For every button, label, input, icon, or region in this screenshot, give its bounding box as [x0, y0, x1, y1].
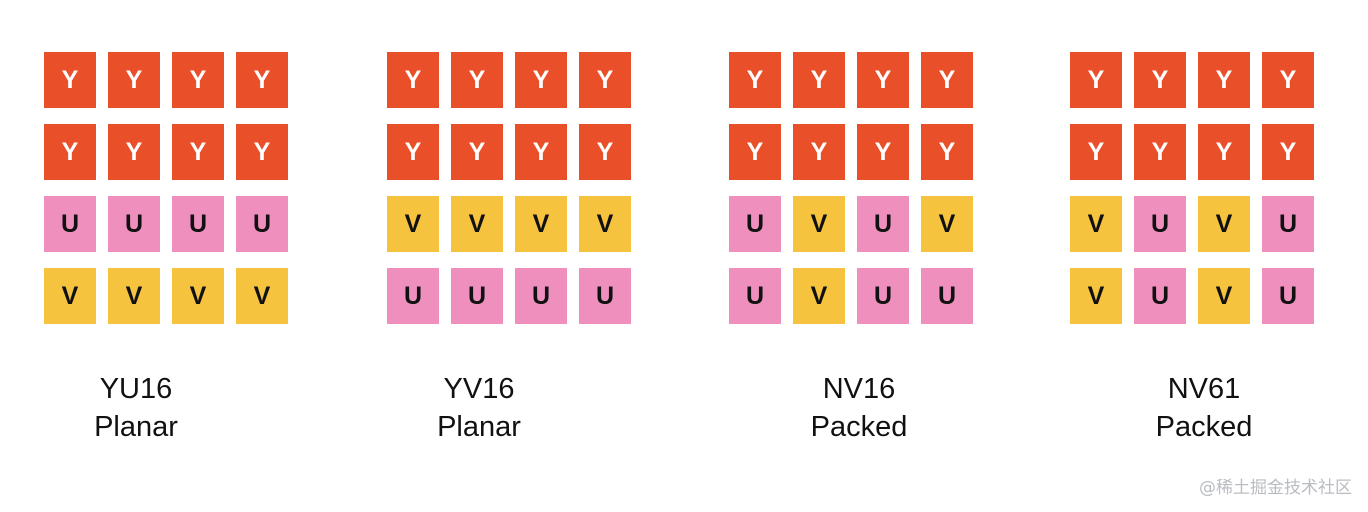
- sample-v: V: [172, 268, 224, 324]
- sample-v: V: [1070, 196, 1122, 252]
- sample-y: Y: [857, 124, 909, 180]
- sample-v: V: [1070, 268, 1122, 324]
- sample-u: U: [172, 196, 224, 252]
- sample-u: U: [921, 268, 973, 324]
- sample-y: Y: [515, 52, 567, 108]
- format-kind: Planar: [94, 411, 178, 443]
- sample-y: Y: [108, 52, 160, 108]
- sample-y: Y: [515, 124, 567, 180]
- format-caption: YV16 Planar: [357, 370, 601, 446]
- sample-u: U: [108, 196, 160, 252]
- sample-u: U: [387, 268, 439, 324]
- sample-y: Y: [793, 52, 845, 108]
- format-kind: Packed: [1155, 411, 1253, 443]
- sample-y: Y: [793, 124, 845, 180]
- sample-y: Y: [387, 52, 439, 108]
- sample-v: V: [793, 268, 845, 324]
- format-name: YV16: [443, 373, 515, 405]
- sample-y: Y: [1262, 124, 1314, 180]
- format-caption: NV61 Packed: [1082, 370, 1326, 446]
- sample-v: V: [579, 196, 631, 252]
- sample-y: Y: [236, 52, 288, 108]
- sample-y: Y: [451, 52, 503, 108]
- sample-y: Y: [451, 124, 503, 180]
- format-caption: YU16 Planar: [14, 370, 258, 446]
- sample-y: Y: [1198, 52, 1250, 108]
- sample-y: Y: [1134, 52, 1186, 108]
- sample-v: V: [515, 196, 567, 252]
- sample-y: Y: [108, 124, 160, 180]
- sample-y: Y: [579, 124, 631, 180]
- sample-u: U: [1134, 268, 1186, 324]
- sample-u: U: [44, 196, 96, 252]
- sample-u: U: [1134, 196, 1186, 252]
- format-kind: Planar: [437, 411, 521, 443]
- sample-u: U: [1262, 196, 1314, 252]
- sample-y: Y: [1070, 52, 1122, 108]
- sample-u: U: [729, 196, 781, 252]
- sample-y: Y: [387, 124, 439, 180]
- sample-v: V: [1198, 196, 1250, 252]
- sample-u: U: [729, 268, 781, 324]
- format-name: YU16: [99, 373, 173, 405]
- sample-v: V: [44, 268, 96, 324]
- sample-y: Y: [1198, 124, 1250, 180]
- sample-y: Y: [1134, 124, 1186, 180]
- sample-y: Y: [236, 124, 288, 180]
- sample-v: V: [451, 196, 503, 252]
- sample-v: V: [1198, 268, 1250, 324]
- sample-v: V: [921, 196, 973, 252]
- sample-v: V: [793, 196, 845, 252]
- sample-u: U: [515, 268, 567, 324]
- watermark-text: @稀土掘金技术社区: [1199, 478, 1352, 498]
- sample-y: Y: [1070, 124, 1122, 180]
- sample-u: U: [236, 196, 288, 252]
- sample-u: U: [1262, 268, 1314, 324]
- sample-y: Y: [44, 124, 96, 180]
- sample-u: U: [451, 268, 503, 324]
- sample-y: Y: [857, 52, 909, 108]
- sample-y: Y: [729, 124, 781, 180]
- sample-y: Y: [172, 52, 224, 108]
- format-name: NV16: [822, 373, 896, 405]
- sample-u: U: [857, 196, 909, 252]
- sample-v: V: [108, 268, 160, 324]
- sample-u: U: [857, 268, 909, 324]
- sample-v: V: [236, 268, 288, 324]
- sample-y: Y: [729, 52, 781, 108]
- sample-y: Y: [579, 52, 631, 108]
- sample-y: Y: [1262, 52, 1314, 108]
- sample-y: Y: [172, 124, 224, 180]
- sample-y: Y: [921, 124, 973, 180]
- sample-y: Y: [921, 52, 973, 108]
- format-kind: Packed: [810, 411, 908, 443]
- sample-v: V: [387, 196, 439, 252]
- sample-y: Y: [44, 52, 96, 108]
- format-caption: NV16 Packed: [737, 370, 981, 446]
- format-name: NV61: [1167, 373, 1241, 405]
- sample-u: U: [579, 268, 631, 324]
